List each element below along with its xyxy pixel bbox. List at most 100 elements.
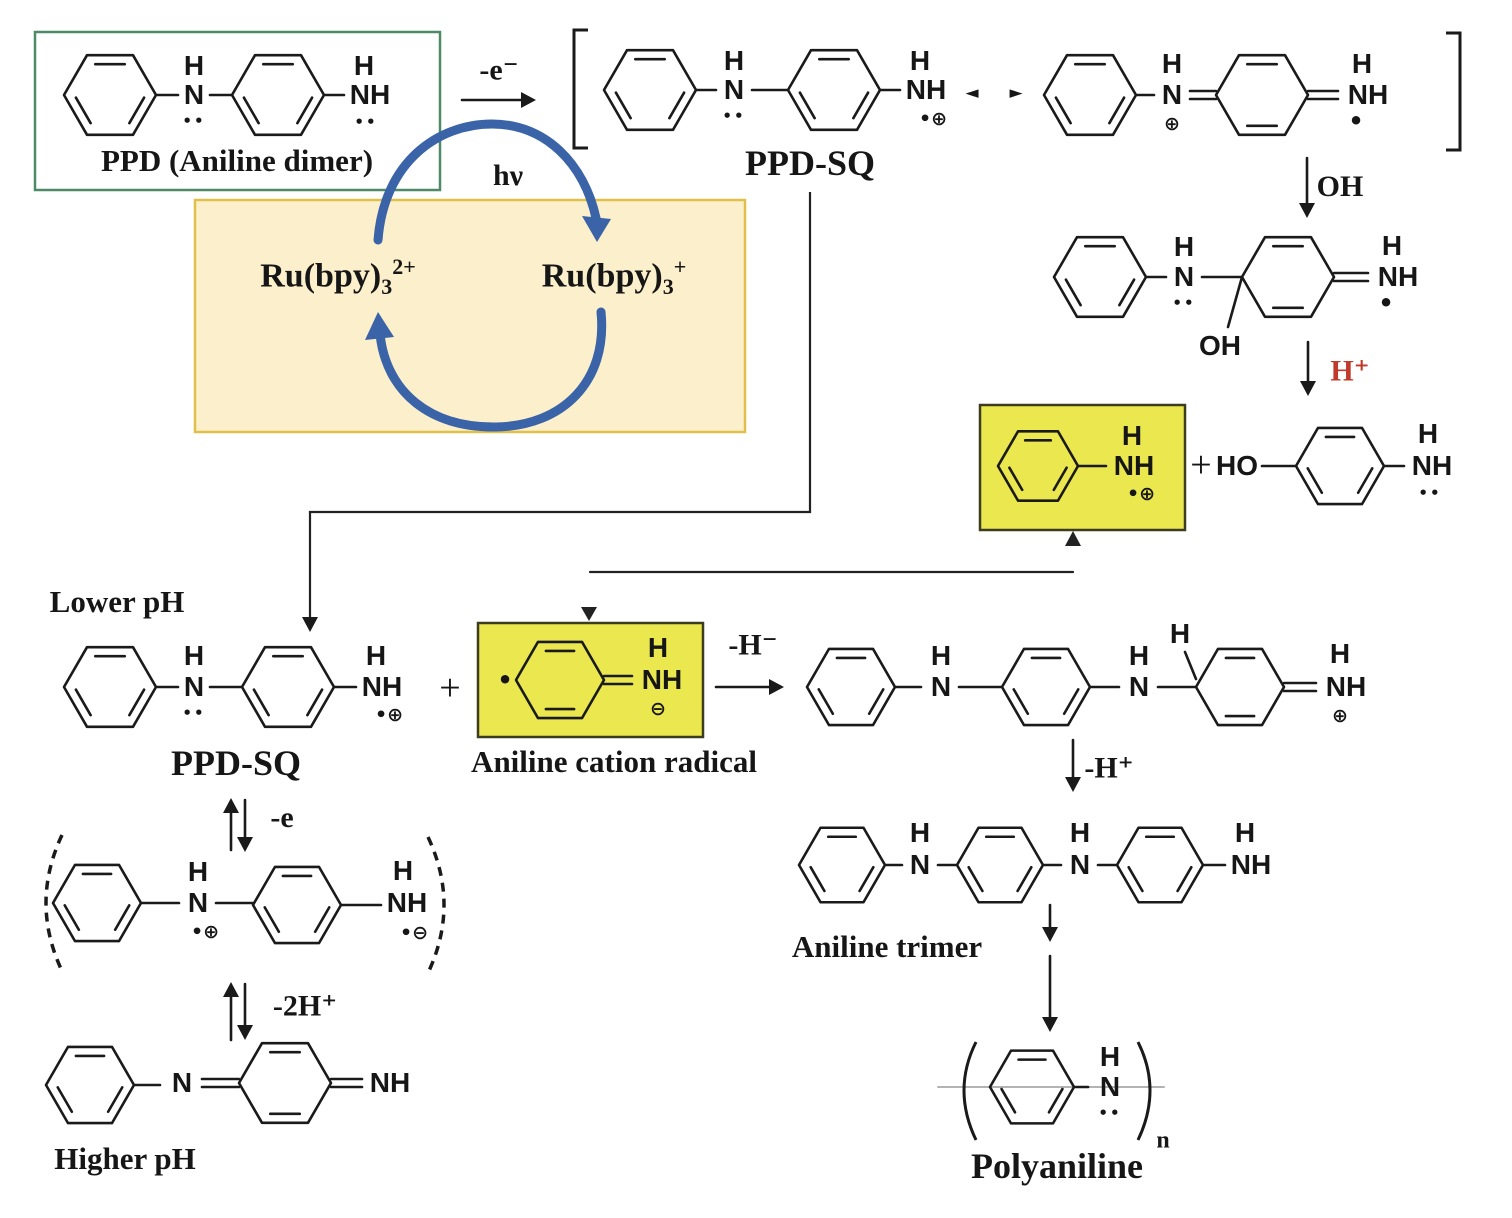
atom-h-label: H <box>392 855 414 886</box>
ru-sup: 2+ <box>392 253 416 279</box>
atom-h-label: H <box>723 45 745 76</box>
lone-pair-mark: •• <box>722 107 746 125</box>
atom-h-label: H <box>187 856 209 887</box>
lone-pair-mark: •• <box>182 112 206 130</box>
atom-h-label: H <box>1121 420 1143 451</box>
atom-h-label: H <box>647 632 669 663</box>
ru-sub: 3 <box>662 274 674 300</box>
atom-nh-label: NH <box>641 664 683 695</box>
atom-n-label: N <box>1128 671 1150 702</box>
cation-mark: ⊕ <box>1164 113 1180 135</box>
polymer-repeat-subscript: n <box>1156 1127 1170 1154</box>
radical-cation-mark: •⊕ <box>190 921 220 943</box>
atom-h-label: H <box>1069 817 1091 848</box>
radical-anion-mark: •⊖ <box>399 922 429 944</box>
atom-nh-label: NH <box>1230 849 1272 880</box>
ru-sup: + <box>673 253 687 279</box>
radical-mark: • <box>497 666 513 694</box>
atom-nh-label: NH <box>349 79 391 110</box>
atom-h-label: H <box>1173 231 1195 262</box>
atom-h-label: H <box>365 640 387 671</box>
atom-n-label: N <box>1099 1071 1121 1102</box>
atom-n-label: N <box>723 74 745 105</box>
resonance-right-arrowhead-icon: ► <box>1009 83 1023 103</box>
atom-nh-label: NH <box>1377 261 1419 292</box>
lone-pair-mark: •• <box>1418 484 1442 502</box>
ppdsq-top-caption: PPD-SQ <box>745 143 875 183</box>
atom-h-label: H <box>1161 48 1183 79</box>
atom-h-label: H <box>909 817 931 848</box>
minus-e-step-label: -e⁻ <box>479 53 519 87</box>
atom-h-label: H <box>183 50 205 81</box>
atom-h-label: H <box>183 640 205 671</box>
ru-base: Ru(bpy) <box>260 257 382 295</box>
minus-h-plus-label: -H⁺ <box>1084 751 1134 785</box>
resonance-left-arrowhead-icon: ◄ <box>965 83 979 103</box>
h-nu-label: hν <box>492 159 524 192</box>
atom-n-label: N <box>909 849 931 880</box>
atom-n-label: N <box>187 887 209 918</box>
plus-sign: + <box>1190 444 1212 486</box>
atom-n-label: N <box>1173 261 1195 292</box>
atom-h-label: H <box>1417 418 1439 449</box>
radical-cation-mark: •⊕ <box>918 108 948 130</box>
lone-pair-mark: •• <box>182 704 206 722</box>
atom-ho-label: HO <box>1216 450 1258 481</box>
ppdsq-mid-caption: PPD-SQ <box>171 743 301 783</box>
atom-h-label: H <box>1099 1041 1121 1072</box>
atom-n-label: N <box>183 671 205 702</box>
atom-h-label: H <box>1169 618 1191 649</box>
aniline-cation-radical-caption: Aniline cation radical <box>471 744 757 779</box>
higher-ph-label: Higher pH <box>54 1141 196 1176</box>
atom-n-label: N <box>1069 849 1091 880</box>
atom-nh-label: NH <box>1325 671 1367 702</box>
radical-cation-mark: •⊕ <box>1126 483 1156 505</box>
cation-mark: ⊕ <box>1332 705 1348 727</box>
radical-mark: • <box>1348 107 1364 135</box>
atom-n-label: N <box>183 79 205 110</box>
ppd-caption: PPD (Aniline dimer) <box>100 143 374 178</box>
atom-n-label: N <box>1161 79 1183 110</box>
lower-ph-label: Lower pH <box>49 584 185 619</box>
atom-nh-label: NH <box>369 1067 411 1098</box>
molecule-structures-layer <box>44 28 1462 1141</box>
atom-oh-label: OH <box>1199 330 1241 361</box>
atom-nh-label: NH <box>361 671 403 702</box>
h-plus-step-label: H⁺ <box>1330 354 1370 388</box>
atom-h-label: H <box>930 640 952 671</box>
ru-cycle-arrows-layer <box>365 119 611 432</box>
anion-mark: ⊖ <box>650 698 666 720</box>
atom-nh-label: NH <box>905 74 947 105</box>
ru-base: Ru(bpy) <box>541 257 663 295</box>
atom-nh-label: NH <box>1347 79 1389 110</box>
lone-pair-mark: •• <box>1172 294 1196 312</box>
ru-bpy3-plus-label: Ru(bpy)3+ <box>542 254 686 300</box>
radical-mark: • <box>1378 289 1394 317</box>
highlight-boxes-layer <box>33 30 1187 739</box>
atom-h-label: H <box>1329 638 1351 669</box>
aniline-trimer-caption: Aniline trimer <box>791 929 983 964</box>
ru-sub: 3 <box>381 274 393 300</box>
radical-cation-mark: •⊕ <box>374 704 404 726</box>
atom-nh-label: NH <box>1411 450 1453 481</box>
minus-h-minus-label: -H⁻ <box>728 628 778 662</box>
atom-h-label: H <box>1381 230 1403 261</box>
atom-n-label: N <box>171 1067 193 1098</box>
atom-h-label: H <box>1128 640 1150 671</box>
atom-nh-label: NH <box>1113 450 1155 481</box>
minus-e-equilibrium-label: -e <box>270 801 294 834</box>
atom-h-label: H <box>1351 48 1373 79</box>
atom-nh-label: NH <box>386 887 428 918</box>
minus-2h-plus-label: -2H⁺ <box>272 989 338 1023</box>
lone-pair-mark: •• <box>354 113 378 131</box>
plus-sign: + <box>439 667 461 709</box>
atom-h-label: H <box>909 45 931 76</box>
atom-h-label: H <box>1234 817 1256 848</box>
ru-bpy3-2plus-label: Ru(bpy)32+ <box>260 254 415 300</box>
atom-n-label: N <box>930 671 952 702</box>
lone-pair-mark: •• <box>1098 1104 1122 1122</box>
polyaniline-caption: Polyaniline <box>970 1146 1144 1186</box>
atom-h-label: H <box>353 50 375 81</box>
